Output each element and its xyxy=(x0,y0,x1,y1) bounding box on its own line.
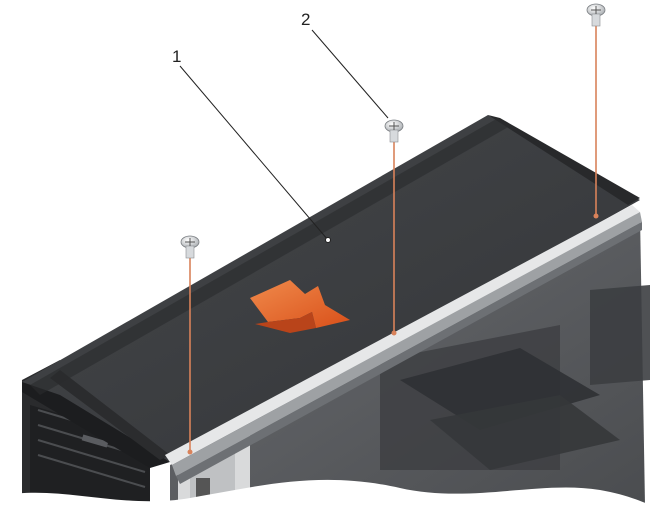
cutaway-edge xyxy=(0,479,661,516)
screw-right xyxy=(586,3,606,219)
cover-side-rail xyxy=(165,205,642,484)
callout-2-label: 2 xyxy=(301,10,310,29)
screw-icon xyxy=(586,3,606,27)
callout-1-leader xyxy=(179,65,329,241)
callout-1-label: 1 xyxy=(172,47,181,66)
screw-left xyxy=(180,235,200,455)
slide-direction-arrow-icon xyxy=(250,280,350,333)
callout-2-leader xyxy=(311,29,389,119)
screw-icon xyxy=(384,119,404,143)
top-cover xyxy=(22,115,640,468)
callout-leaders xyxy=(179,29,389,241)
screw-icon xyxy=(180,235,200,259)
screw-middle xyxy=(384,119,404,336)
